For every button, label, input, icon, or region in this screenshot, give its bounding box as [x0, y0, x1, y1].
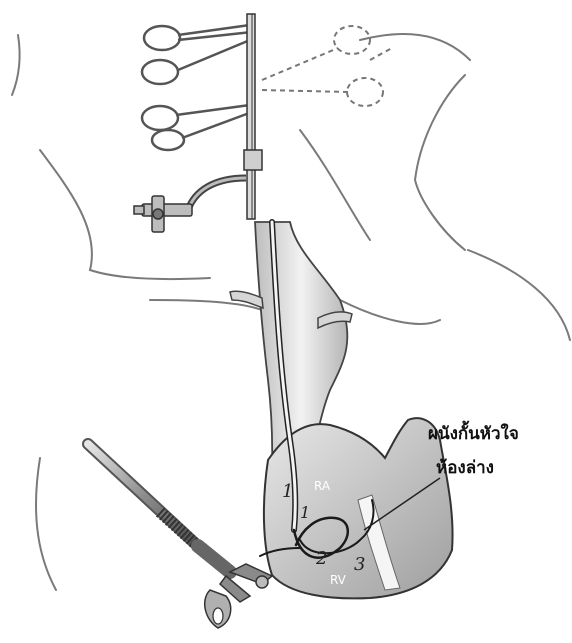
septum-label-line2: ห้องล่าง: [436, 454, 494, 481]
bioptome-forceps-icon: [88, 444, 272, 628]
step-number: 1: [282, 481, 293, 502]
septum-label-line1: ผนังกั้นหัวใจ: [428, 420, 519, 447]
step-number: 3: [354, 554, 365, 575]
step-number: 2: [315, 548, 327, 569]
hemostat-clamp-icon: [142, 25, 252, 150]
label-ra: RA: [314, 479, 331, 493]
sheath: [188, 14, 262, 219]
stopcock-icon: [134, 196, 192, 232]
label-rv: RV: [330, 573, 347, 587]
step-number: 1: [300, 503, 310, 522]
